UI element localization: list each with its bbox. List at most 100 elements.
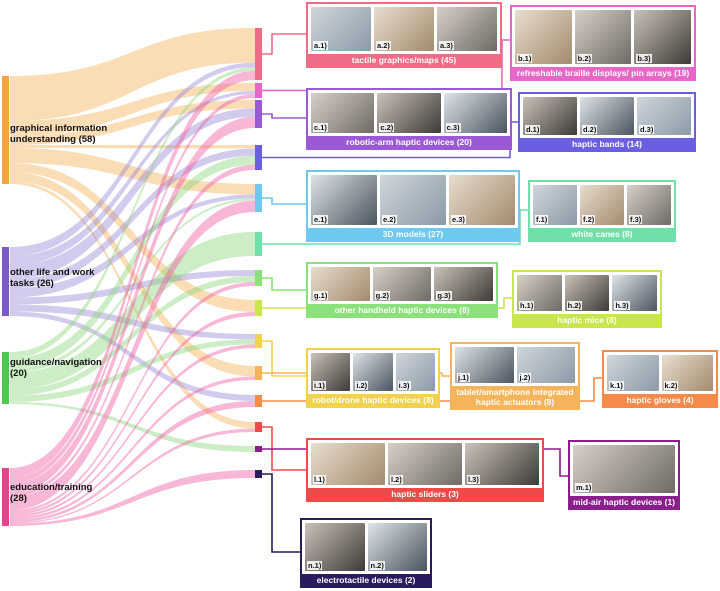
flow-life-to-b xyxy=(10,90,255,266)
photo-thumbnail: c.2) xyxy=(377,93,441,133)
connector-m xyxy=(262,448,568,477)
panel-haptic-gloves: k.1) k.2) haptic gloves (4) xyxy=(602,350,718,408)
photo-thumbnail: n.1) xyxy=(305,523,365,571)
flow-guidance-to-d xyxy=(10,155,255,369)
connector-g xyxy=(262,277,306,291)
flow-education-to-i xyxy=(10,344,255,518)
node-bar-k xyxy=(255,395,262,407)
thumbnail-label: g.1) xyxy=(313,291,329,300)
node-bar-f xyxy=(255,232,262,256)
panel-tablet-actuators: j.1)j.2)tablet/smartphone integrated hap… xyxy=(450,342,580,410)
thumbnail-label: i.2) xyxy=(355,381,369,390)
thumbnail-label: d.2) xyxy=(582,125,598,134)
connector-i xyxy=(262,340,306,377)
photo-thumbnail: d.1) xyxy=(523,97,577,135)
node-bar-c xyxy=(255,100,262,128)
thumbnail-label: i.1) xyxy=(313,381,326,390)
photo-thumbnail: j.2) xyxy=(516,347,575,383)
node-bar-guidance xyxy=(2,352,9,404)
node-bar-i xyxy=(255,334,262,348)
thumbnail-label: k.1) xyxy=(609,381,624,390)
flow-life-to-k xyxy=(10,311,255,401)
photo-thumbnail: b.3) xyxy=(634,10,691,64)
thumbnail-label: l.2) xyxy=(390,475,403,484)
category-label-graphical: graphical information understanding (58) xyxy=(10,123,108,145)
photo-thumbnail: e.1) xyxy=(311,175,377,225)
photo-thumbnail: c.3) xyxy=(443,93,507,133)
panel-robot-drone: i.1)i.2)i.3)robot/drone haptic devices (… xyxy=(306,348,440,408)
category-label-guidance: guidance/navigation (20) xyxy=(10,357,102,379)
node-bar-b xyxy=(255,83,262,98)
thumbnail-label: a.1) xyxy=(313,41,328,50)
thumbnail-label: d.1) xyxy=(525,125,541,134)
photo-thumbnail: h.2) xyxy=(564,275,610,311)
panel-haptic-mice: h.1)h.2)h.3)haptic mice (8) xyxy=(512,270,662,328)
photo-thumbnail: a.2) xyxy=(374,7,434,51)
thumbnail-label: h.1) xyxy=(519,301,535,310)
panel-caption: robotic-arm haptic devices (20) xyxy=(308,136,510,148)
flow-education-to-n xyxy=(10,470,255,526)
photo-thumbnail: l.1) xyxy=(311,443,385,485)
flow-guidance-to-e xyxy=(10,198,255,373)
panel-handheld-devices: g.1)g.2)g.3)other handheld haptic device… xyxy=(306,262,498,318)
flow-graphical-to-l xyxy=(10,181,255,429)
flow-education-to-h xyxy=(10,312,255,516)
thumbnail-label: l.3) xyxy=(467,475,480,484)
panel-caption: tactile graphics/maps (45) xyxy=(308,54,500,66)
flow-graphical-to-j xyxy=(10,172,255,377)
thumbnail-label: k.2) xyxy=(663,381,679,390)
node-bar-a xyxy=(255,28,262,80)
photo-thumbnail: b.2) xyxy=(574,10,632,64)
panel-tactile-graphics: a.1)a.2)a.3)tactile graphics/maps (45) xyxy=(306,2,502,68)
photo-thumbnail: n.2) xyxy=(367,523,427,571)
thumbnail-label: f.1) xyxy=(535,215,549,224)
panel-caption: refreshable braille displays/ pin arrays… xyxy=(512,67,694,79)
photo-thumbnail: j.1) xyxy=(455,347,514,383)
thumbnail-label: l.1) xyxy=(313,475,326,484)
photo-thumbnail: a.1) xyxy=(311,7,371,51)
flow-guidance-to-i xyxy=(10,339,255,402)
flow-guidance-to-f xyxy=(10,232,255,390)
panel-caption: haptic gloves (4) xyxy=(604,394,716,406)
thumbnail-label: b.2) xyxy=(576,54,592,63)
node-bar-education xyxy=(2,468,9,526)
panel-caption: haptic bands (14) xyxy=(520,138,694,150)
thumbnail-label: f.2) xyxy=(582,215,596,224)
connector-n xyxy=(262,473,300,553)
connector-c xyxy=(262,113,306,119)
panel-mid-air: m.1)mid-air haptic devices (1) xyxy=(568,440,680,510)
panel-caption: haptic mice (8) xyxy=(514,314,660,326)
flow-education-to-e xyxy=(10,200,255,511)
panel-caption: white canes (8) xyxy=(530,228,674,240)
thumbnail-label: b.1) xyxy=(517,54,533,63)
flow-life-to-e xyxy=(10,194,255,298)
photo-thumbnail: i.1) xyxy=(311,353,351,391)
node-bar-h xyxy=(255,300,262,316)
photo-thumbnail: g.1) xyxy=(311,267,370,301)
flow-graphical-to-a xyxy=(10,28,255,121)
node-bar-life xyxy=(2,247,9,316)
thumbnail-label: d.3) xyxy=(639,125,655,134)
photo-thumbnail: c.1) xyxy=(311,93,375,133)
thumbnail-label: b.3) xyxy=(636,54,652,63)
photo-thumbnail: i.3) xyxy=(395,353,435,391)
photo-thumbnail: b.1) xyxy=(515,10,572,64)
connector-j xyxy=(262,372,450,377)
flow-graphical-to-h xyxy=(10,163,255,312)
node-bar-l xyxy=(255,422,262,432)
thumbnail-label: a.2) xyxy=(376,41,391,50)
panel-caption: haptic sliders (3) xyxy=(308,488,542,500)
thumbnail-label: e.1) xyxy=(313,215,328,224)
connector-a xyxy=(262,33,306,55)
category-label-education: education/training (28) xyxy=(10,482,93,504)
flow-life-to-c xyxy=(10,108,255,280)
flow-education-to-j xyxy=(10,376,255,520)
node-bar-graphical xyxy=(2,76,9,184)
thumbnail-label: c.2) xyxy=(379,123,395,132)
node-bar-m xyxy=(255,446,262,452)
panel-caption: electrotactile devices (2) xyxy=(302,574,430,586)
connector-f xyxy=(262,209,528,245)
panel-robotic-arm: c.1) c.2) c.3) robotic-arm haptic devices (… xyxy=(306,88,512,150)
panel-braille-displays: b.1) b.2) b.3) refreshable braille displays… xyxy=(510,5,696,81)
